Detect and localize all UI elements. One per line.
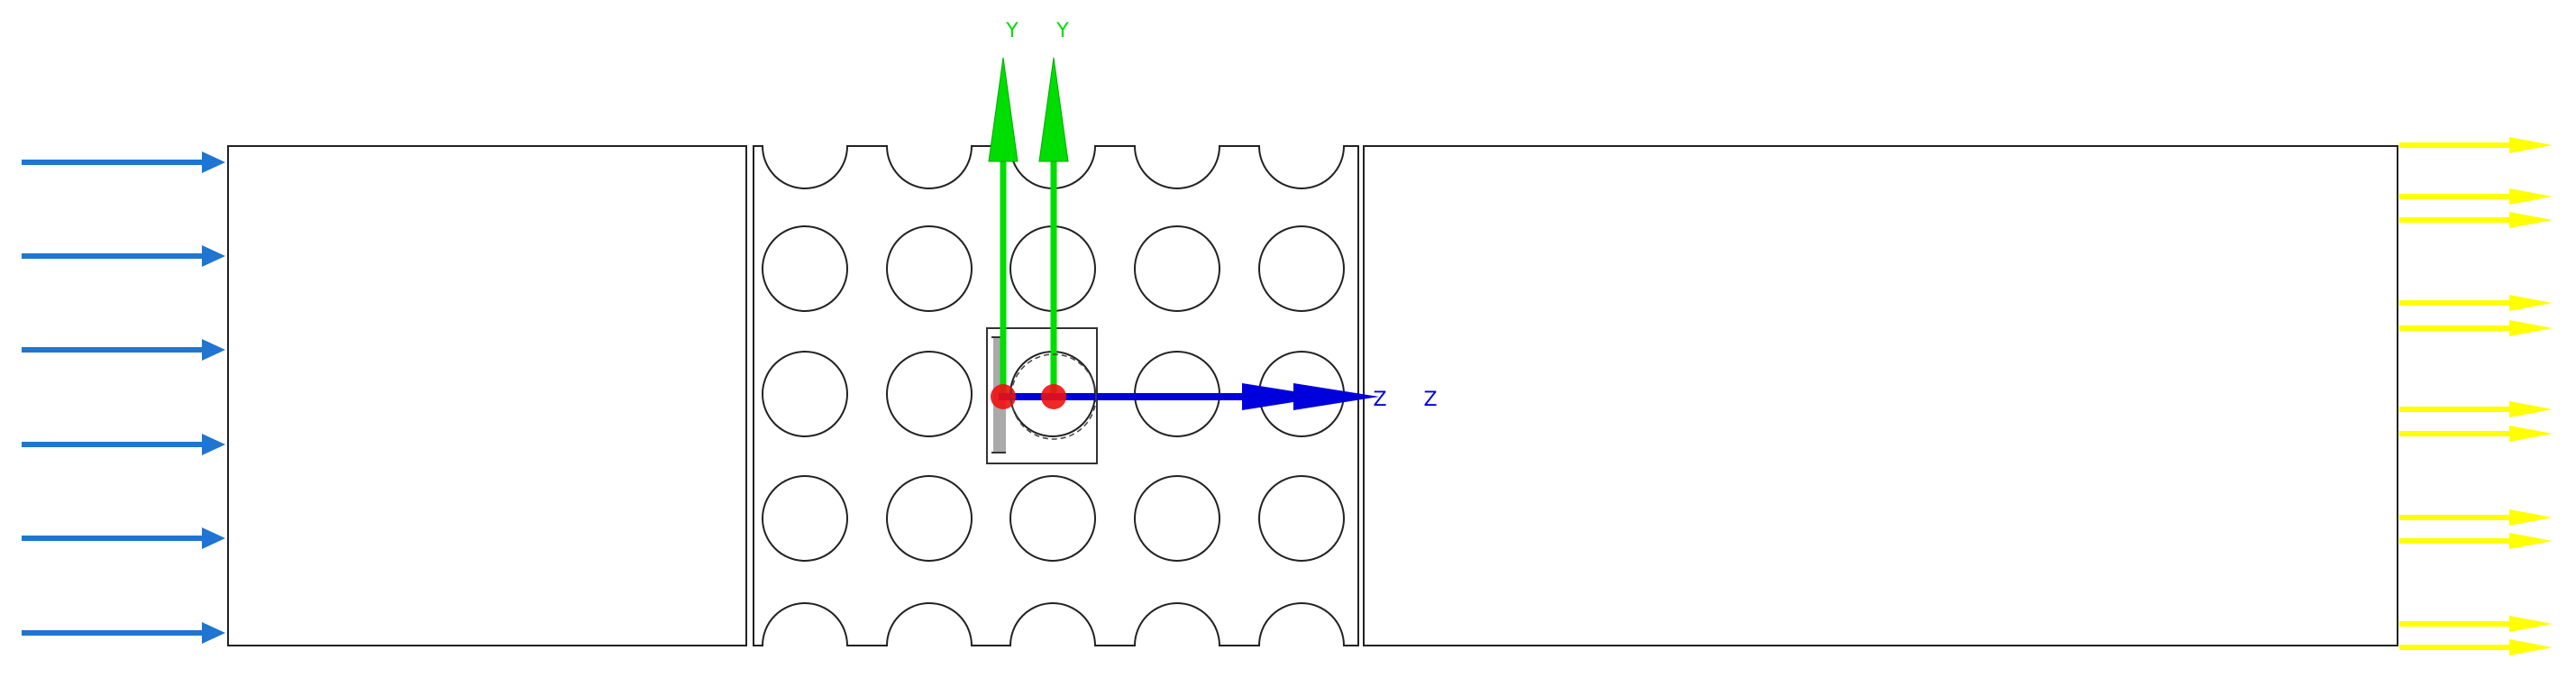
pin-fin-r2-c4 — [1258, 475, 1345, 562]
coordinate-triad-1 — [988, 57, 1019, 397]
inlet-arrow-4 — [22, 434, 225, 455]
pin-fin-r0-c3 — [1134, 225, 1220, 312]
outlet-arrow-9 — [2399, 533, 2553, 549]
outlet-arrow-5 — [2399, 320, 2553, 336]
outlet-arrow-10 — [2399, 616, 2553, 632]
inlet-arrow-6 — [22, 622, 225, 644]
pin-fin-r2-c3 — [1134, 475, 1220, 562]
y-axis-label-1: Y — [1005, 20, 1019, 42]
inlet-boundary-arrows — [22, 151, 225, 644]
y-axis-arrowhead-1 — [988, 57, 1019, 162]
z-axis-label-2: Z — [1423, 389, 1437, 411]
outlet-arrow-1 — [2399, 137, 2553, 153]
pin-fin-r2-c2 — [1009, 475, 1096, 562]
pin-fin-r1-c0 — [762, 351, 848, 437]
outlet-arrow-11 — [2399, 639, 2553, 655]
pin-fin-r0-c1 — [886, 225, 973, 312]
pin-fin-r1-c1 — [886, 351, 973, 437]
outlet-arrow-8 — [2399, 509, 2553, 526]
outlet-arrow-2 — [2399, 188, 2553, 205]
outlet-arrow-6 — [2399, 401, 2553, 417]
inlet-arrow-1 — [22, 151, 225, 173]
inlet-arrow-3 — [22, 339, 225, 361]
selected-pin-outline — [1010, 353, 1097, 440]
origin-marker-1 — [991, 384, 1016, 409]
pin-fin-r2-c0 — [762, 475, 848, 562]
pin-fin-r0-c4 — [1258, 225, 1345, 312]
y-axis-label-2: Y — [1055, 20, 1069, 42]
outlet-boundary-arrows — [2399, 137, 2553, 655]
pin-fin-r2-c1 — [886, 475, 973, 562]
coordinate-triads — [988, 57, 1379, 440]
origin-marker-2 — [1041, 384, 1066, 409]
y-axis-arrowhead-2 — [1038, 57, 1069, 162]
pin-fin-region — [753, 145, 1359, 646]
inlet-arrow-5 — [22, 527, 225, 549]
z-axis-arrowhead-2 — [1293, 383, 1379, 410]
outlet-arrow-4 — [2399, 295, 2553, 311]
pin-fin-r0-c0 — [762, 225, 848, 312]
z-axis-label-1: Z — [1373, 389, 1386, 411]
outlet-arrow-7 — [2399, 426, 2553, 442]
outlet-arrow-3 — [2399, 212, 2553, 228]
pin-fin-array — [762, 225, 1345, 562]
inlet-arrow-2 — [22, 245, 225, 267]
